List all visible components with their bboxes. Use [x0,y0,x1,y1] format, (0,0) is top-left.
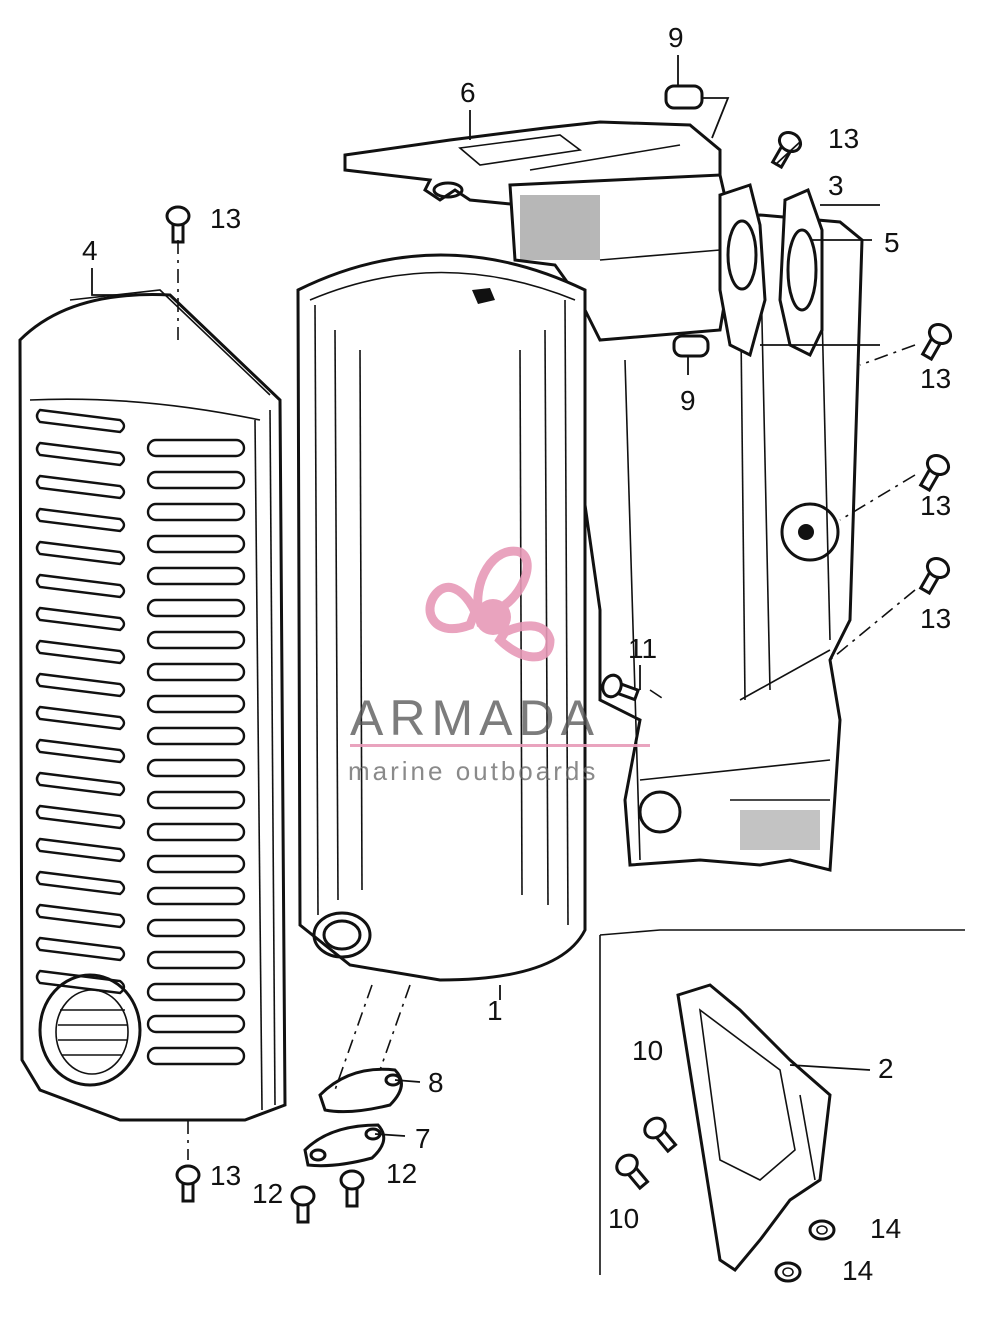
cover-vent-slot [35,474,126,500]
callout-13-manifold: 13 [828,123,859,154]
hex-bolt [770,130,803,170]
part-callouts: 1 2 3 4 5 6 7 8 9 9 10 10 11 12 12 13 13… [82,22,951,1286]
hex-bolt [920,322,953,362]
callout-13-bracket-middle: 13 [920,490,951,521]
cover-vent-slot [146,1014,246,1034]
cover-vent-slot [35,870,126,896]
hex-bolt [175,1164,201,1203]
callout-3: 3 [828,170,844,201]
cover-vent-slot [146,758,246,778]
callout-9-top: 9 [668,22,684,53]
cover-vent-slot [146,726,246,746]
cap-part-9-top [664,84,704,110]
callout-2: 2 [878,1053,894,1084]
cover-vent-slot [35,507,126,533]
cover-vent-slot [146,630,246,650]
callout-4: 4 [82,235,98,266]
callout-5: 5 [884,227,900,258]
cover-vent-slot [146,790,246,810]
cover-vent-slot [35,540,126,566]
cover-vent-slot [146,534,246,554]
propeller-logo-icon [425,546,555,662]
callout-7: 7 [415,1123,431,1154]
hex-bolt [918,556,951,596]
cover-vent-slot [35,573,126,599]
cover-right-slot-column [146,438,246,1066]
cover-vent-slot [35,771,126,797]
cover-vent-slot [35,738,126,764]
hex-bolt [918,453,951,493]
cover-vent-slot [35,606,126,632]
assembly-lines [177,240,965,1275]
cover-vent-slot [35,672,126,698]
bracket-plate-part-2 [676,983,832,1272]
cover-vent-slot [35,441,126,467]
hex-bolt [615,1153,650,1191]
cover-vent-slot [146,918,246,938]
leader-lines [91,55,880,1137]
gasket-part-3 [718,183,824,358]
cover-vent-slot [146,662,246,682]
plate-part-7 [303,1123,386,1168]
cover-vent-slot [35,903,126,929]
callout-12-left: 12 [252,1178,283,1209]
callout-9-lower: 9 [680,385,696,416]
callout-11: 11 [628,633,657,664]
cover-vent-slot [35,936,126,962]
callout-12-right: 12 [386,1158,417,1189]
cover-vent-slot [146,598,246,618]
cover-vent-slot [146,822,246,842]
nut-part-14-lower [774,1261,802,1283]
cover-vent-slot [35,705,126,731]
callout-1: 1 [487,995,503,1026]
hex-bolt [290,1185,316,1224]
cover-vent-slot [146,438,246,458]
callout-14-lower: 14 [842,1255,873,1286]
callout-13-cover-bottom: 13 [210,1160,241,1191]
cover-vent-slot [35,639,126,665]
callout-8: 8 [428,1067,444,1098]
bolt-set [165,130,953,1224]
callout-13-bracket-upper: 13 [920,363,951,394]
armada-watermark: ARMADA marine outboards [348,546,650,786]
cover-vent-slot [146,1046,246,1066]
cover-vent-slot [35,804,126,830]
hex-bolt [643,1116,678,1154]
cover-vent-slot [146,982,246,1002]
cover-vent-slot [146,502,246,522]
cover-vent-slot [35,408,126,434]
callout-13-cover-top: 13 [210,203,241,234]
cover-left-slot-column [35,408,126,995]
cover-vent-slot [146,470,246,490]
hex-bolt [601,673,641,702]
watermark-tagline: marine outboards [348,756,598,786]
callout-14-upper: 14 [870,1213,901,1244]
cover-vent-slot [146,694,246,714]
callout-13-bracket-lower: 13 [920,603,951,634]
watermark-brand: ARMADA [350,690,600,746]
callout-6: 6 [460,77,476,108]
nut-part-14-upper [808,1219,836,1241]
cover-vent-slot [35,837,126,863]
cover-vent-slot [146,950,246,970]
callout-10-lower: 10 [608,1203,639,1234]
exhaust-bracket-part-5 [558,213,864,872]
callout-10-upper: 10 [632,1035,663,1066]
cover-vent-slot [35,969,126,995]
outer-cover-part-4 [18,289,287,1122]
hex-bolt [339,1169,365,1208]
cover-vent-slot [146,854,246,874]
cover-vent-slot [146,566,246,586]
gasket-part-8 [318,1067,403,1114]
hex-bolt [165,205,191,244]
cap-part-9-lower [672,334,710,358]
cover-vent-slot [146,886,246,906]
muffler-body-part-1 [296,253,587,982]
